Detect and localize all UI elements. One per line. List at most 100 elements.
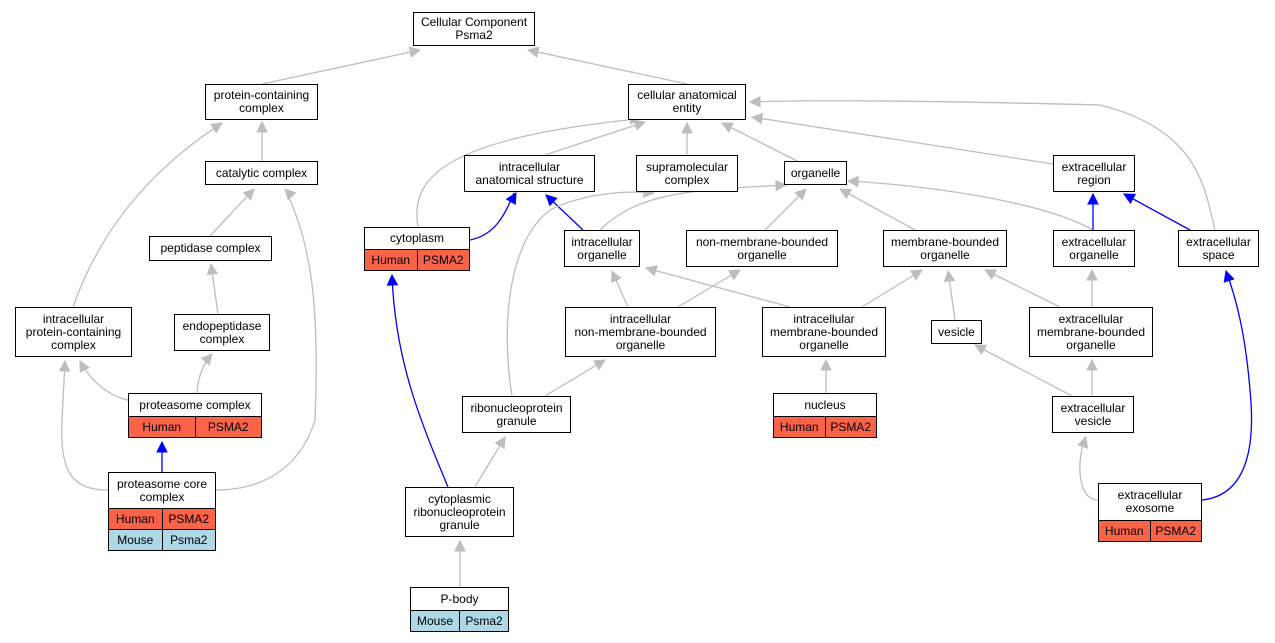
node-label: proteasome core complex [116, 476, 208, 504]
arrowhead-crnp-rnp [494, 436, 506, 449]
species-name: Human [371, 252, 411, 267]
node-nmbo[interactable]: non-membrane-bounded organelle [686, 230, 838, 267]
node-ecs[interactable]: extracellular space [1178, 230, 1259, 267]
node-endo[interactable]: endopeptidase complex [174, 314, 270, 351]
edge-inmbo-nmbo [677, 269, 741, 308]
node-label: vesicle [938, 324, 975, 339]
arrowhead-ecv-ecmbo [1086, 358, 1098, 371]
node-ipcc[interactable]: intracellular protein-containing complex [15, 307, 132, 357]
arrowhead-pep-cat [242, 188, 255, 201]
arrowhead-endo-pep [206, 262, 219, 276]
arrowhead-ecv-ves [974, 344, 987, 356]
node-supra[interactable]: supramolecular complex [636, 155, 738, 192]
arrowhead-crnp-cyto [386, 273, 399, 286]
edge-io-org [599, 184, 787, 231]
node-label: intracellular organelle [571, 234, 633, 262]
arrowhead-io-org [775, 179, 788, 192]
arrowhead-ecmbo-eco [1086, 268, 1098, 281]
edge-imbo-io [645, 267, 791, 308]
node-ecv[interactable]: extracellular vesicle [1052, 396, 1134, 433]
node-cc[interactable]: Cellular Component Psma2 [413, 12, 535, 46]
node-ias[interactable]: intracellular anatomical structure [464, 155, 595, 192]
node-label: membrane-bounded organelle [890, 234, 1000, 262]
edge-rnp-supra [506, 191, 653, 397]
node-label: extracellular exosome [1117, 488, 1183, 515]
node-label: extracellular vesicle [1060, 400, 1126, 428]
node-io[interactable]: intracellular organelle [564, 230, 640, 267]
arrowhead-exo-ecs [1223, 269, 1235, 283]
arrowhead-exo-ecv [1077, 435, 1089, 449]
edge-ecr-cae [751, 116, 1054, 165]
arrowhead-prot-endo [200, 353, 213, 366]
edge-cyto-cae [416, 119, 629, 228]
arrowhead-eco-org [846, 175, 859, 188]
node-inmbo[interactable]: intracellular non-membrane-bounded organ… [565, 307, 716, 357]
node-label: intracellular anatomical structure [475, 159, 584, 187]
node-label: Cellular Component Psma2 [420, 15, 528, 42]
node-label: proteasome complex [139, 397, 251, 412]
node-label: cytoplasmic ribonucleoprotein granule [413, 491, 506, 532]
edge-ecmbo-mbo [984, 269, 1061, 308]
node-eco[interactable]: extracellular organelle [1053, 230, 1135, 267]
node-label: supramolecular complex [645, 159, 729, 187]
arrowhead-pcore-cat [284, 188, 297, 201]
species-name: Mouse [117, 532, 154, 547]
node-label: endopeptidase complex [182, 318, 262, 346]
node-pep[interactable]: peptidase complex [149, 236, 272, 261]
node-label: organelle [790, 165, 841, 180]
node-ecr[interactable]: extracellular region [1053, 155, 1135, 192]
node-label: nucleus [804, 397, 846, 412]
node-label: extracellular region [1061, 159, 1127, 187]
edge-exo-ecs [1201, 270, 1253, 501]
arrowhead-pcore-prot [156, 440, 168, 453]
node-rnp[interactable]: ribonucleoprotein granule [462, 396, 571, 433]
arrowhead-inmbo-nmbo [728, 269, 741, 281]
node-imbo[interactable]: intracellular membrane-bounded organelle [762, 307, 886, 357]
arrowhead-ecr-cae [750, 112, 764, 125]
edge-rnp-inmbo [544, 359, 606, 397]
edge-crnp-cyto [391, 274, 449, 488]
gene-symbol: PSMA2 [1149, 521, 1202, 541]
species-name: Mouse [416, 613, 454, 628]
edge-pcore-ipcc [61, 360, 109, 491]
species-name: Human [115, 511, 155, 526]
node-pcc[interactable]: protein-containing complex [205, 84, 318, 120]
arrowhead-io-ias [545, 194, 558, 207]
species-name: Human [142, 419, 182, 434]
node-mbo[interactable]: membrane-bounded organelle [883, 230, 1007, 267]
edge-ipcc-pcc [72, 122, 223, 308]
node-label: intracellular protein-containing complex [25, 311, 122, 352]
arrowhead-pcore-ipcc [58, 359, 71, 372]
arrowhead-prot-ipcc [79, 360, 91, 373]
node-ecmbo[interactable]: extracellular membrane-bounded organelle [1029, 307, 1153, 357]
node-cat[interactable]: catalytic complex [205, 161, 318, 185]
node-org[interactable]: organelle [784, 161, 847, 185]
arrowhead-ipcc-pcc [210, 122, 223, 134]
node-crnp[interactable]: cytoplasmic ribonucleoprotein granule [405, 487, 514, 537]
node-label: intracellular membrane-bounded organelle [769, 311, 879, 352]
arrowhead-ecs-cae [748, 95, 761, 108]
gene-symbol: Psma2 [161, 530, 216, 550]
edge-ecs-cae [749, 100, 1216, 231]
arrowhead-imbo-mbo [910, 269, 923, 281]
arrowhead-cat-pcc [256, 120, 268, 133]
edge-ecs-ecr [1123, 193, 1191, 231]
arrowhead-ias-cae [633, 119, 647, 131]
edge-cae-cc [527, 49, 688, 85]
node-label: ribonucleoprotein granule [470, 400, 563, 428]
arrowhead-supra-cae [681, 121, 693, 134]
node-cae[interactable]: cellular anatomical entity [628, 84, 746, 120]
arrowhead-inmbo-io [610, 269, 622, 283]
node-label: intracellular non-membrane-bounded organ… [574, 311, 707, 352]
node-ves[interactable]: vesicle [931, 320, 982, 344]
arrowhead-nuc-imbo [820, 358, 832, 371]
arrowhead-mbo-org [839, 188, 852, 200]
